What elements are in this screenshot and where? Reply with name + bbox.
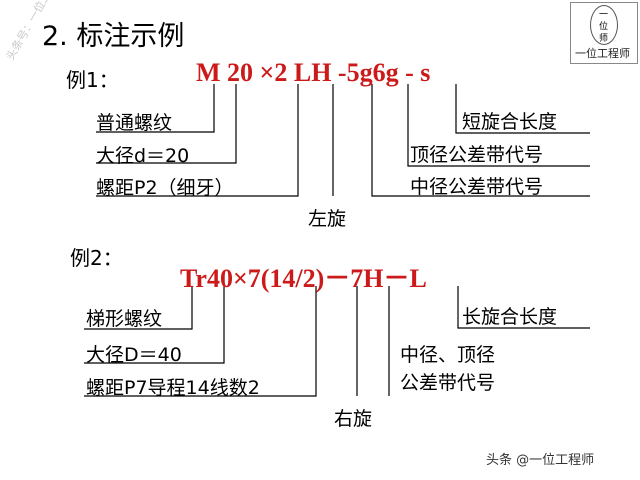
page-title: 2. 标注示例 [42,21,185,52]
logo-emblem-icon: 一 位 师 [590,5,618,45]
ex1-crest-tolerance: 顶径公差带代号 [410,144,544,166]
leader-long-engagement-2 [457,286,590,329]
ex2-major-diameter: 大径D＝40 [86,344,182,366]
ex1-short-engagement: 短旋合长度 [462,111,558,133]
ex1-pitch-tolerance: 中径公差带代号 [410,176,544,198]
leader-major-diameter-2 [84,286,225,364]
example-1-label: 例1： [66,68,119,92]
logo-glyph: 师 [599,34,609,44]
ex2-thread-type: 梯形螺纹 [86,308,163,330]
ex1-left-hand: 左旋 [308,208,347,230]
leader-major-diameter-1 [96,84,237,164]
logo-glyph: 位 [599,22,609,32]
leader-crest-tolerance-1 [407,84,590,167]
ex2-right-hand: 右旋 [334,408,373,430]
ex2-tolerance-line2: 公差带代号 [400,372,496,394]
leader-pitch-lead-2 [84,286,317,397]
leader-thread-type-2 [84,286,193,330]
ex1-pitch: 螺距P2（细牙） [96,177,234,199]
example-2-label: 例2： [70,246,123,270]
brand-logo: 一 位 师 一位工程师 [570,2,638,64]
leader-pitch-tolerance-1 [371,84,590,197]
footer-credit: 头条 @一位工程师 [486,453,595,468]
example-2-code: Tr40×7(14/2)－7H－L [180,264,427,293]
ex1-thread-type: 普通螺纹 [96,112,173,134]
logo-name: 一位工程师 [575,47,630,60]
leader-pitch-1 [96,84,299,197]
ex2-tolerance-line1: 中径、顶径 [400,344,496,366]
ex2-long-engagement: 长旋合长度 [462,306,558,328]
leader-short-engagement-1 [455,84,590,134]
ex2-pitch-lead: 螺距P7导程14线数2 [86,377,260,399]
logo-glyph: 一 [599,10,609,20]
leader-thread-type-1 [96,84,215,133]
example-1-code: M 20 ×2 LH -5g6g - s [196,58,431,87]
ex1-major-diameter: 大径d＝20 [96,145,190,167]
